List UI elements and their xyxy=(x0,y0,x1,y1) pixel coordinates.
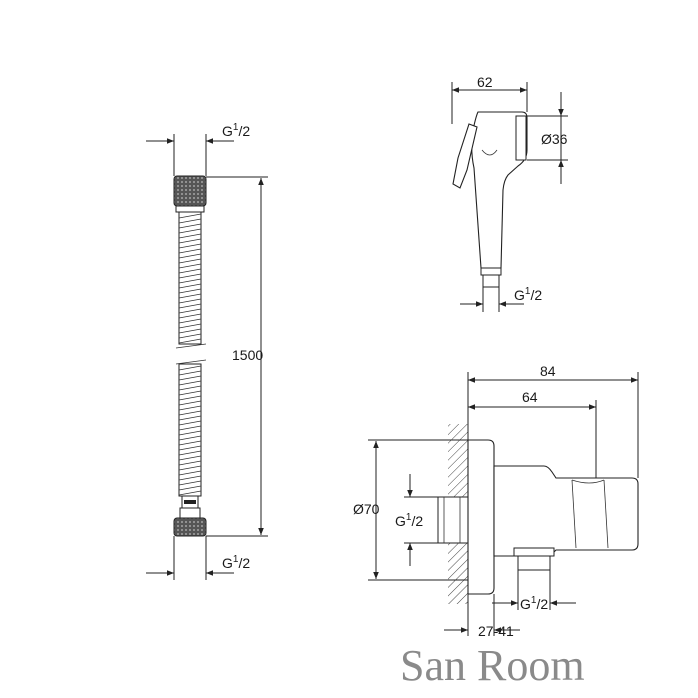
wall-elbow-drawing: 84 64 Ø70 G1/2 G1/2 xyxy=(353,363,639,639)
elbow-inlet-thread xyxy=(437,496,469,544)
elbow-diameter-label: Ø70 xyxy=(353,501,380,517)
hose-top-thread-label: G1/2 xyxy=(222,122,250,139)
elbow-outlet-collar xyxy=(513,547,555,557)
elbow-outlet-thread-dim: G1/2 xyxy=(492,570,576,612)
elbow-body-depth-dim: 64 xyxy=(468,389,597,478)
hose-length-label: 1500 xyxy=(232,347,263,363)
handshower-width-label: 62 xyxy=(477,74,493,90)
elbow-body xyxy=(493,465,639,557)
hose-length-dim: 1500 xyxy=(206,176,268,537)
elbow-overall-depth-dim: 84 xyxy=(467,363,639,478)
hose-top-nut xyxy=(173,175,207,213)
watermark-text: San Room xyxy=(400,641,585,690)
hose-top-thread-dim: G1/2 xyxy=(146,122,250,176)
handshower-width-dim: 62 xyxy=(451,74,528,124)
elbow-overall-depth-label: 84 xyxy=(540,363,556,379)
hose-body-upper xyxy=(178,211,202,345)
handshower-diameter-label: Ø36 xyxy=(541,131,568,147)
elbow-outlet-thread xyxy=(517,555,551,571)
elbow-rosette xyxy=(467,439,495,595)
hose-bottom-thread-label: G1/2 xyxy=(222,554,250,571)
elbow-wall-range-label: 27-41 xyxy=(478,623,514,639)
handshower-drawing: 62 Ø36 G1/2 xyxy=(451,74,568,312)
handshower-thread-dim: G1/2 xyxy=(460,286,542,312)
hose-drawing: G1/2 1500 G1/2 xyxy=(146,122,268,580)
handshower-nipple xyxy=(480,267,502,276)
hose-body-lower xyxy=(178,363,202,497)
hose-bottom-nut xyxy=(173,507,207,537)
handshower-diameter-dim: Ø36 xyxy=(527,92,568,184)
hose-break xyxy=(175,343,207,365)
elbow-inlet-thread-label: G1/2 xyxy=(395,512,423,529)
handshower-thread-label: G1/2 xyxy=(514,286,542,303)
elbow-body-depth-label: 64 xyxy=(522,389,538,405)
elbow-wall-range-dim: 27-41 xyxy=(444,594,520,639)
handshower-lever xyxy=(452,123,478,189)
handshower-thread xyxy=(482,274,500,288)
elbow-inlet-thread-dim: G1/2 xyxy=(395,474,438,566)
hose-bottom-thread-dim: G1/2 xyxy=(146,536,250,580)
elbow-outlet-thread-label: G1/2 xyxy=(520,595,548,612)
elbow-diameter-dim: Ø70 xyxy=(353,439,468,581)
handshower-head-face xyxy=(515,115,527,161)
hose-bottom-cone xyxy=(181,495,199,509)
